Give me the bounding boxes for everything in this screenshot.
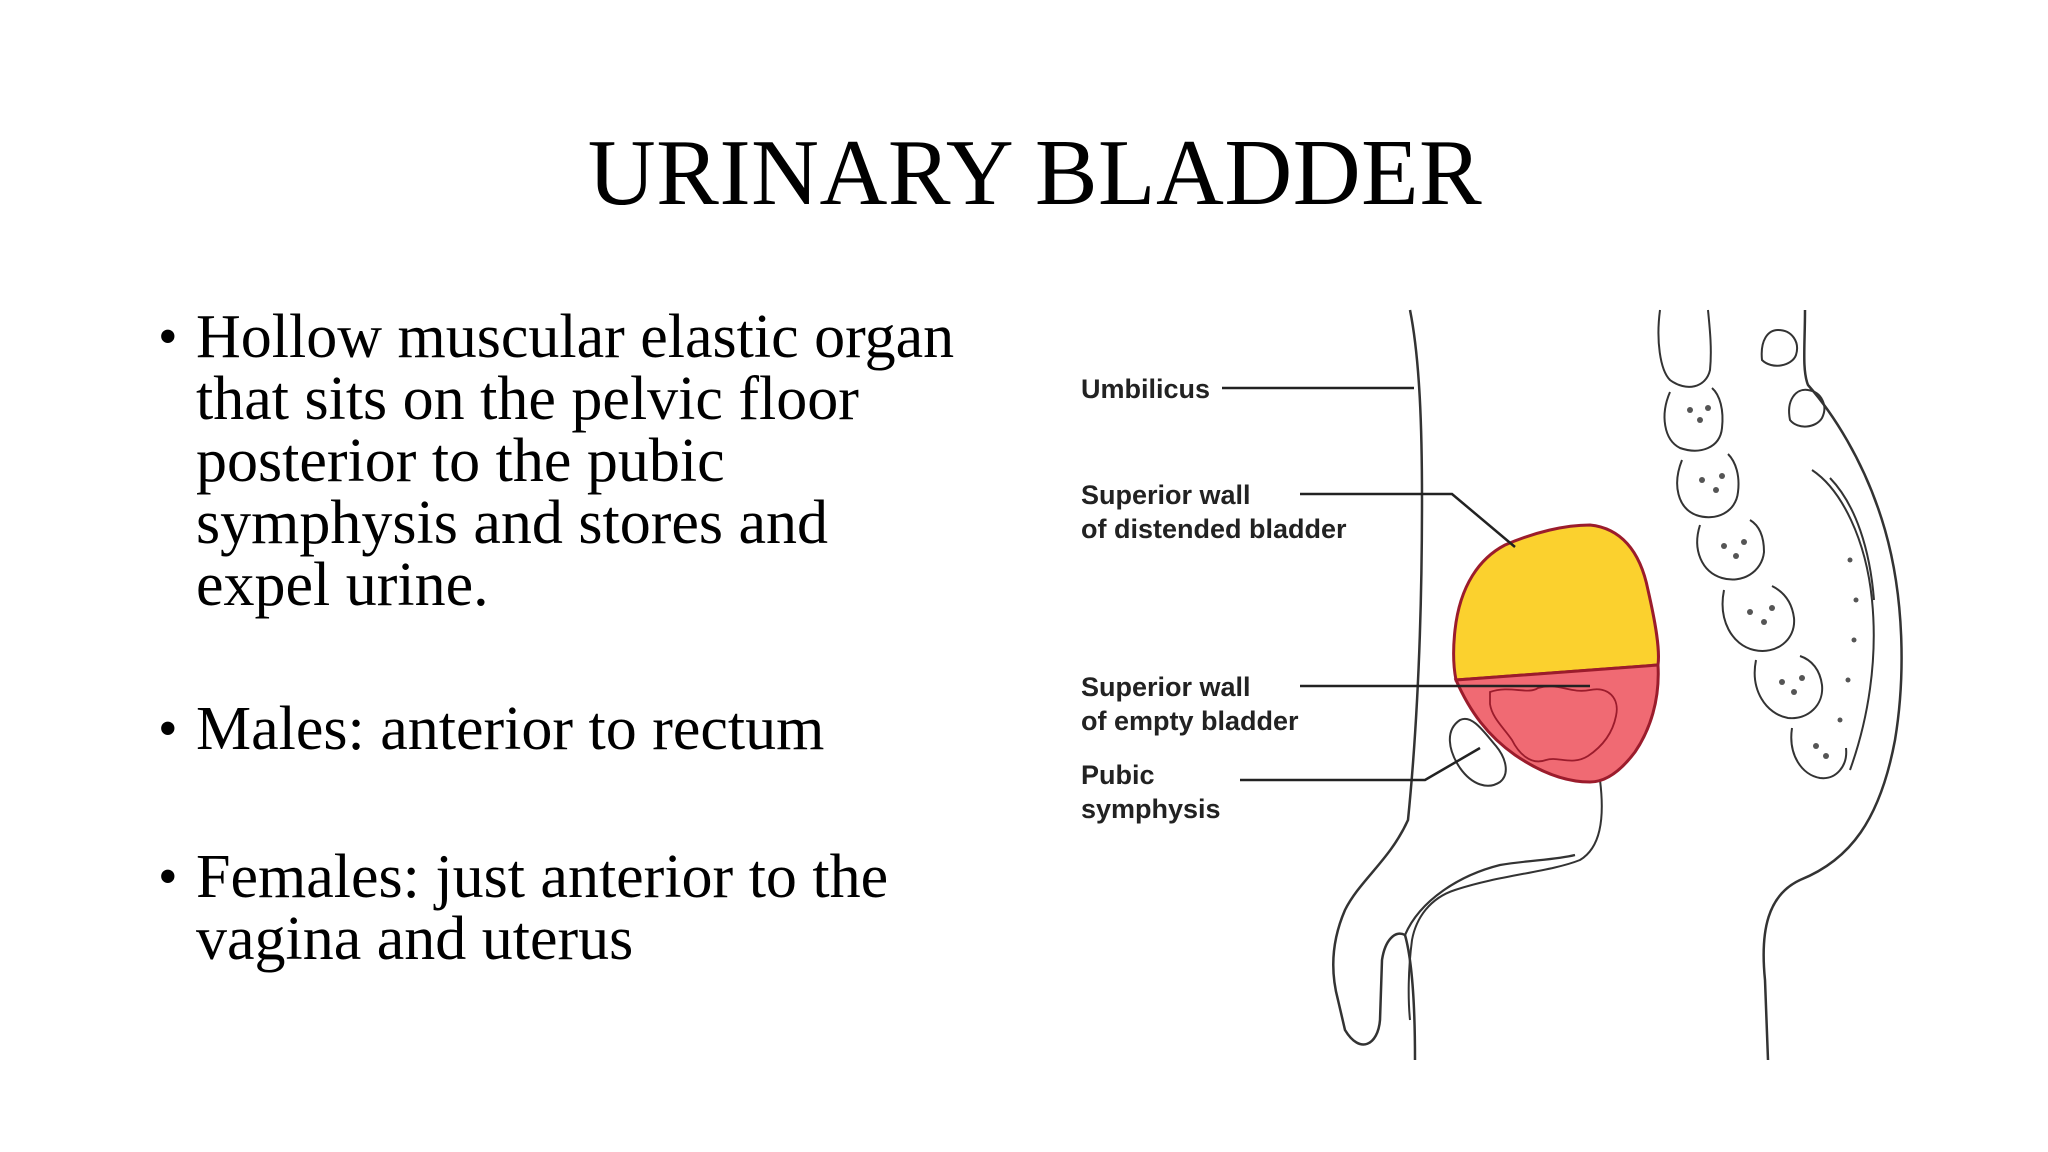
bladder-diagram-svg: Umbilicus Superior wall of distended bla… [1081,309,1903,1060]
penis-outline [1403,853,1576,936]
bullet-line: that sits on the pelvic floor [196,365,859,433]
label-superior-wall-distended-2: of distended bladder [1081,514,1347,544]
bullet-line: posterior to the pubic [196,427,725,495]
label-superior-wall-empty: Superior wall [1081,672,1251,702]
label-umbilicus: Umbilicus [1081,374,1210,404]
leader-lines [1222,386,1590,782]
bullet-item: • Females: just anterior to the vagina a… [158,846,1058,970]
label-superior-wall-distended: Superior wall [1081,480,1251,510]
bullet-line: expel urine. [196,551,489,619]
bullet-line: Hollow muscular elastic organ [196,303,955,371]
label-superior-wall-empty-2: of empty bladder [1081,706,1299,736]
bullet-mark: • [158,306,178,368]
body-outline-back [1762,309,1903,1060]
bullet-list: • Hollow muscular elastic organ that sit… [158,306,1058,1052]
slide-title: URINARY BLADDER [587,121,1483,225]
pubic-symphysis-shape [1448,717,1507,787]
label-pubic-symphysis-2: symphysis [1081,794,1221,824]
bullet-line: symphysis and stores and [196,489,829,557]
bullet-mark: • [158,698,178,760]
bullet-mark: • [158,846,178,908]
bullet-item: • Males: anterior to rectum [158,698,1058,760]
spine-texture [1687,405,1859,759]
urethra-line [1407,779,1603,1021]
distended-bladder [1452,523,1660,682]
bullet-line: vagina and uterus [196,905,634,973]
body-outline-front [1332,309,1424,1060]
empty-bladder [1453,663,1660,784]
bullet-line: Males: anterior to rectum [196,695,825,763]
spine-vertebrae [1657,309,1875,780]
bladder-diagram: Umbilicus Superior wall of distended bla… [1060,300,1940,1060]
label-pubic-symphysis: Pubic [1081,760,1155,790]
bullet-item: • Hollow muscular elastic organ that sit… [158,306,1058,616]
bullet-line: Females: just anterior to the [196,843,889,911]
